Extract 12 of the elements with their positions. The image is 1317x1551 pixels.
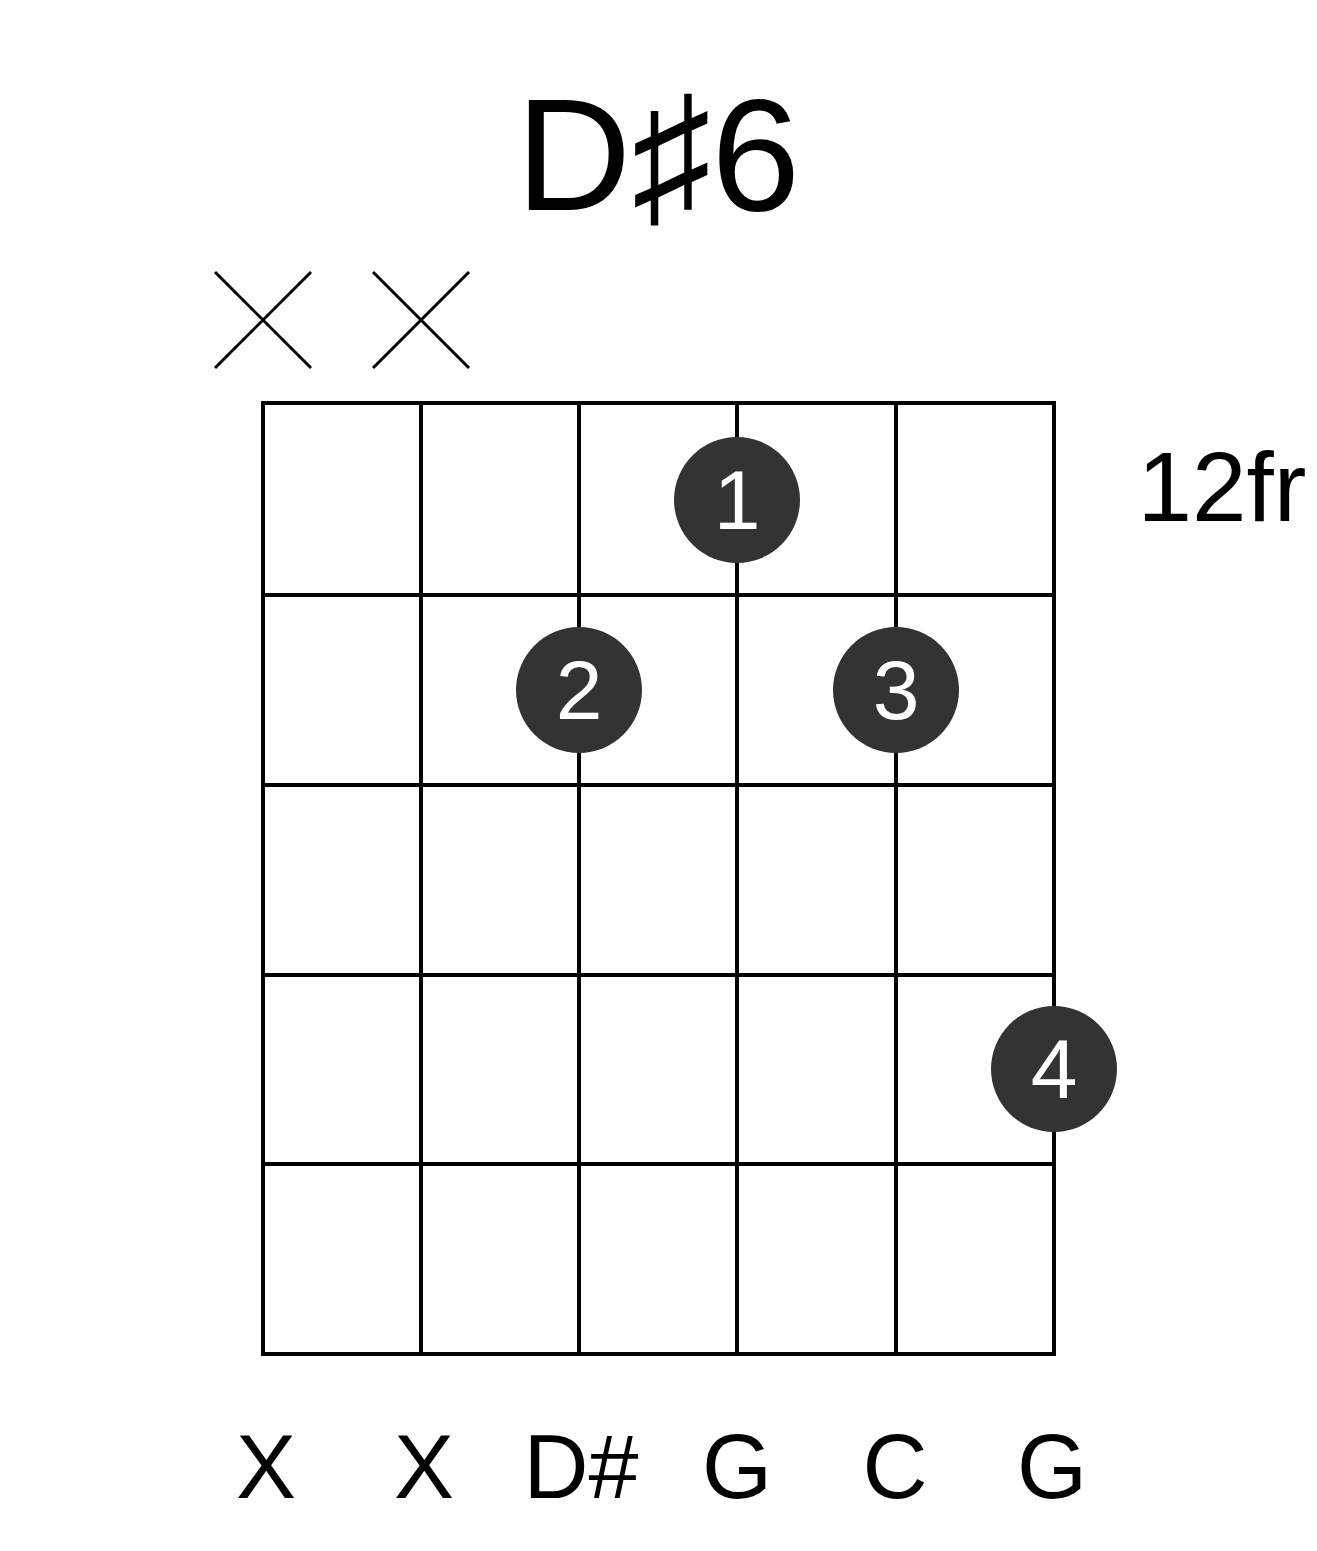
- string-note-label: G: [702, 1422, 772, 1512]
- finger-dot: 2: [516, 627, 642, 753]
- string-note-label: D#: [523, 1422, 639, 1512]
- string-note-label: X: [394, 1422, 454, 1512]
- string-note-label: C: [862, 1422, 928, 1512]
- fret-position-label: 12fr: [1137, 438, 1307, 536]
- chord-title: D♯6: [515, 75, 801, 235]
- string-note-label: G: [1017, 1422, 1087, 1512]
- finger-dot: 3: [833, 627, 959, 753]
- finger-dot: 1: [674, 437, 800, 563]
- string-note-label: X: [236, 1422, 296, 1512]
- finger-dot: 4: [991, 1006, 1117, 1132]
